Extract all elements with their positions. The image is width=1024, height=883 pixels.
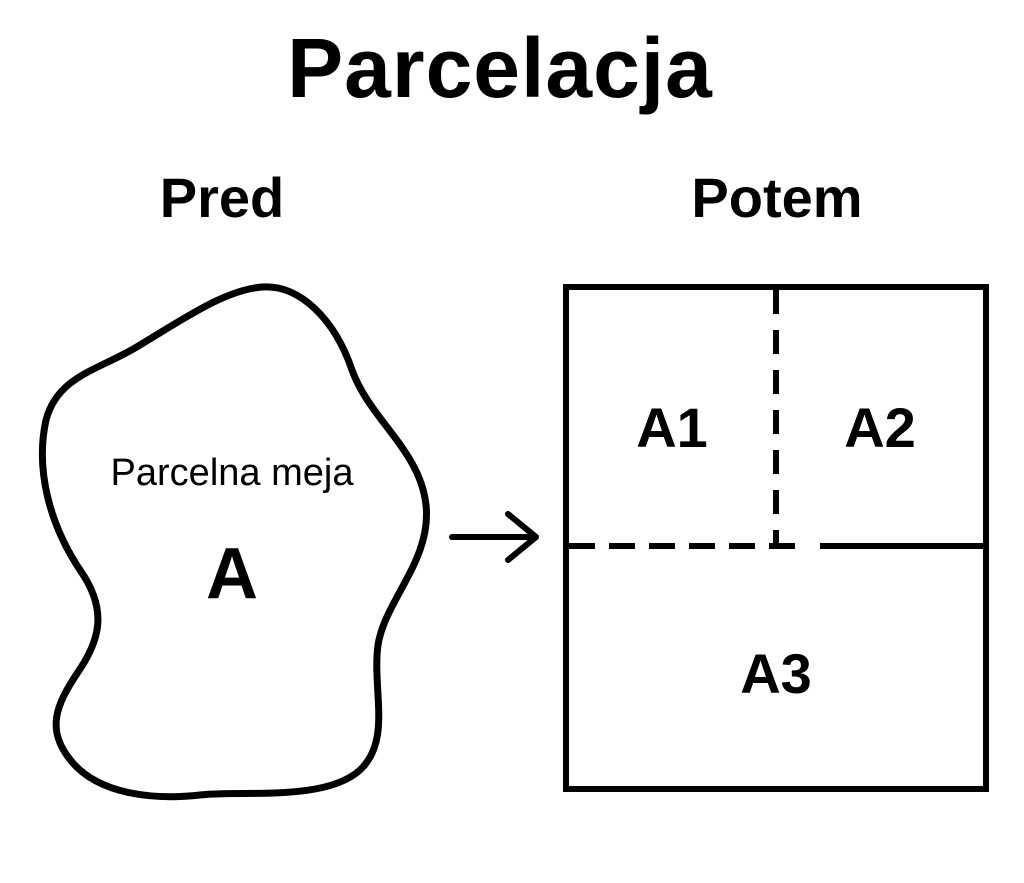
- subdivided-parcel-outline: [563, 284, 989, 792]
- original-parcel-outline: [38, 283, 430, 801]
- parcel-boundary-label: Parcelna meja: [110, 452, 354, 494]
- diagram-title: Parcelacja: [287, 21, 713, 115]
- subparcel-a2-label: A2: [844, 396, 916, 459]
- right-arrow-icon: [449, 511, 539, 563]
- after-heading: Potem: [691, 166, 863, 229]
- parcel-a-label: A: [206, 534, 258, 614]
- subparcel-a1-label: A1: [636, 396, 708, 459]
- before-heading: Pred: [159, 166, 285, 229]
- subparcel-a3-label: A3: [740, 642, 812, 705]
